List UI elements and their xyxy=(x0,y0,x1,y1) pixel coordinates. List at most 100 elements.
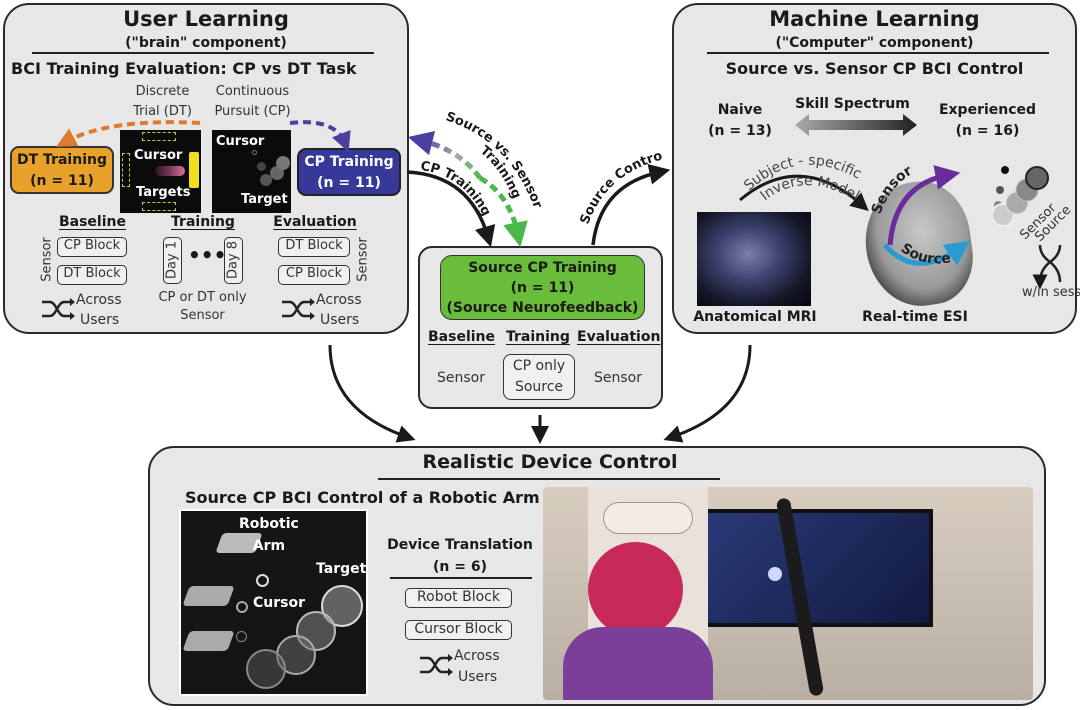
machine-learning-title: Machine Learning xyxy=(769,7,980,31)
experienced-group: Experienced (n = 16) xyxy=(935,100,1040,142)
cursor-block: Cursor Block xyxy=(405,620,512,640)
cp-task-image: Cursor Target xyxy=(212,130,291,213)
target-outline xyxy=(122,153,130,187)
user-learning-subtitle: ("brain" component) xyxy=(125,35,287,51)
target-outline xyxy=(142,132,176,141)
day-8-block: Day 8 xyxy=(224,237,243,284)
shuffle-icon xyxy=(282,298,315,320)
screen-target xyxy=(768,567,782,581)
cp-cursor-label: Cursor xyxy=(216,134,265,149)
cursor-label: Cursor xyxy=(253,595,306,611)
cp-training-box: CP Training (n = 11) xyxy=(297,148,401,196)
naive-n: (n = 13) xyxy=(708,123,772,139)
experienced-label: Experienced xyxy=(938,102,1037,118)
dt-training-n: (n = 11) xyxy=(30,173,94,189)
bci-training-heading: BCI Training Evaluation: CP vs DT Task xyxy=(11,59,357,78)
cp-training-arrow-label: CP Training xyxy=(419,159,493,219)
dt-training-box: DT Training (n = 11) xyxy=(10,146,114,194)
evaluation-sensor-label: Sensor xyxy=(355,237,371,282)
cp-training-arrow xyxy=(406,170,496,248)
device-control-title: Realistic Device Control xyxy=(422,451,678,473)
dt-label-line: Trial (DT) xyxy=(133,104,192,119)
user-body xyxy=(563,627,713,700)
svs-arrow-label-2: Training xyxy=(477,143,524,201)
monitor xyxy=(703,509,933,627)
baseline-dt-block: DT Block xyxy=(57,265,127,285)
shuffle-icon xyxy=(42,298,75,320)
skill-spectrum-arrow xyxy=(795,114,917,136)
source-vs-sensor-arrow-down xyxy=(478,175,528,248)
svs-arrow-label: Source vs. Sensor xyxy=(444,110,545,211)
dt-label-line: Discrete xyxy=(135,84,190,99)
source-evaluation-title: Evaluation xyxy=(577,329,661,345)
cp-training-text: CP Training xyxy=(419,159,493,219)
cp-label-line: Pursuit (CP) xyxy=(214,104,291,119)
source-cp-n: (n = 11) xyxy=(510,280,575,296)
dt-task-image: Cursor Targets xyxy=(120,130,201,213)
svs-text-2: Training xyxy=(477,143,524,201)
day-1-block: Day 1 xyxy=(163,237,182,284)
mri-image xyxy=(697,212,811,306)
shuffle-line: Across xyxy=(316,292,362,308)
device-translation: Device Translation(n = 6) xyxy=(385,534,535,578)
divider xyxy=(707,52,1049,54)
source-training-title: Training xyxy=(506,329,570,345)
dt-cursor-label: Cursor xyxy=(134,148,183,163)
divider xyxy=(32,52,374,54)
evaluation-dt-block: DT Block xyxy=(278,237,350,257)
user-learning-title: User Learning xyxy=(123,7,289,31)
dt-targets-label: Targets xyxy=(136,185,191,200)
svs-text: Source vs. Sensor xyxy=(444,110,545,211)
cursor-dot xyxy=(276,156,290,170)
shuffle-line: Across xyxy=(454,648,500,664)
arm-label-line: Robotic xyxy=(239,516,299,532)
machine-to-device-arrow xyxy=(663,344,752,443)
cp-target-label: Target xyxy=(241,192,288,207)
target-outline xyxy=(142,202,176,211)
source-cp-sub: (Source Neurofeedback) xyxy=(446,300,639,316)
shuffle-icon xyxy=(420,654,453,676)
skill-spectrum-label: Skill Spectrum xyxy=(795,96,910,112)
machine-learning-subtitle: ("Computer" component) xyxy=(775,35,974,51)
training-note-line: Sensor xyxy=(180,308,225,323)
source-evaluation-value: Sensor xyxy=(594,370,642,386)
experienced-n: (n = 16) xyxy=(955,123,1020,139)
training-title: Training xyxy=(171,214,235,230)
arm-label-line: Arm xyxy=(252,538,286,554)
robot-arm-graphic xyxy=(182,631,235,651)
dt-training-label: DT Training xyxy=(17,152,107,168)
mri-label: Anatomical MRI xyxy=(693,309,817,325)
esi-label: Real-time ESI xyxy=(862,309,968,325)
cursor-dot xyxy=(257,162,266,171)
divider xyxy=(390,577,532,579)
naive-label: Naive xyxy=(717,102,763,118)
naive-group: Naive (n = 13) xyxy=(700,100,780,142)
device-translation-n: (n = 6) xyxy=(433,559,487,575)
cp-label-line: Continuous xyxy=(215,84,290,99)
cursor-dot xyxy=(252,150,257,155)
shuffle-line: Users xyxy=(458,669,498,685)
shuffle-line: Users xyxy=(80,312,120,328)
source-cp-training-box: Source CP Training (n = 11) (Source Neurof… xyxy=(440,255,645,320)
divider xyxy=(378,478,720,480)
shuffle-line: Across xyxy=(76,292,122,308)
source-cp-title: Source CP Training xyxy=(468,260,617,276)
target-circle xyxy=(246,649,286,689)
robot-arm-graphic xyxy=(182,586,235,606)
robotic-arm-heading: Source CP BCI Control of a Robotic Arm xyxy=(185,488,540,507)
baseline-sensor-label: Sensor xyxy=(39,237,55,282)
cursor-trail xyxy=(155,166,185,176)
cp-training-label: CP Training xyxy=(304,154,394,170)
robot-block: Robot Block xyxy=(405,588,512,608)
training-note-line: CP or DT only xyxy=(158,290,247,305)
baseline-cp-block: CP Block xyxy=(57,237,127,257)
cp-training-n: (n = 11) xyxy=(317,175,381,191)
